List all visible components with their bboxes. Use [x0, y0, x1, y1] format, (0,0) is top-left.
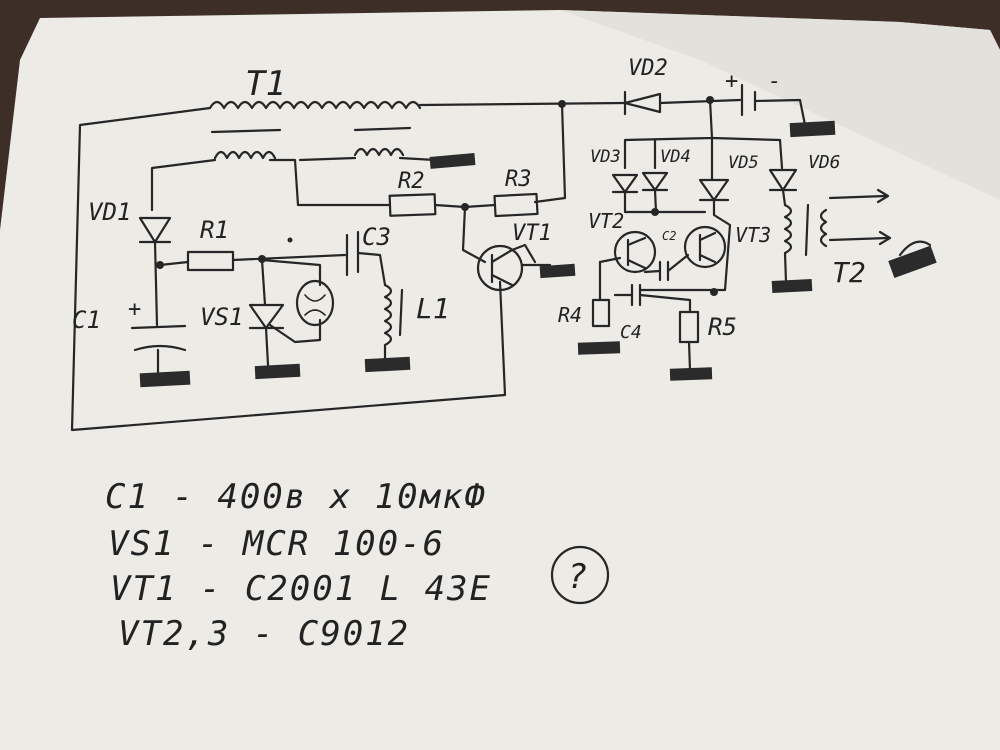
right-circuit [591, 98, 932, 372]
label-l1: L1 [416, 292, 450, 325]
component-notes: C1 - 400в x 10мкФ VS1 - MCR 100-6 VT1 - … [105, 477, 610, 654]
ground-symbols [139, 120, 937, 388]
label-vd1: VD1 [88, 198, 131, 226]
label-t2: T2 [832, 256, 866, 289]
label-r5: R5 [708, 313, 737, 341]
question-circle [550, 545, 610, 605]
label-c2: C2 [662, 229, 676, 243]
label-t1: T1 [245, 64, 286, 104]
label-r1: R1 [200, 216, 229, 244]
component-labels: T1 VD2 + - VD1 R1 C3 R2 R3 VT1 C1 + VS1 … [72, 56, 866, 343]
label-r4: R4 [558, 303, 582, 327]
label-vd2: VD2 [628, 56, 668, 81]
note-vs1: VS1 - MCR 100-6 [108, 524, 445, 564]
label-c4: C4 [620, 322, 642, 343]
label-vd6: VD6 [808, 152, 841, 173]
label-c1: C1 [72, 306, 101, 334]
label-minus: - [768, 69, 781, 94]
label-vs1: VS1 [200, 303, 243, 331]
label-vt3: VT3 [735, 223, 771, 247]
question-mark: ? [567, 557, 589, 597]
label-vd4: VD4 [660, 147, 691, 167]
label-vt1: VT1 [512, 221, 552, 246]
paper-sheet [0, 10, 1000, 750]
label-plus: + [725, 69, 738, 94]
label-vd3: VD3 [590, 147, 621, 167]
label-c3: C3 [362, 223, 391, 251]
label-vd5: VD5 [728, 153, 759, 173]
label-plus2: + [128, 297, 141, 322]
note-c1: C1 - 400в x 10мкФ [105, 477, 487, 517]
label-r3: R3 [505, 167, 532, 192]
note-vt1: VT1 - C2001 L 43E [110, 569, 492, 609]
label-r2: R2 [398, 169, 425, 194]
label-vt2: VT2 [588, 209, 624, 233]
note-vt23: VT2,3 - C9012 [118, 614, 410, 654]
transformer-t1 [208, 100, 422, 160]
